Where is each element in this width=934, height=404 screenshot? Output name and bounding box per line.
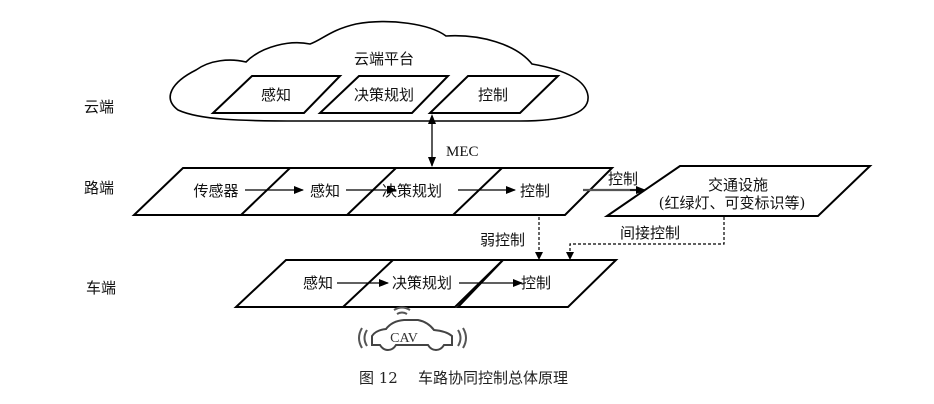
antenna-wave-outer-icon <box>393 306 411 311</box>
antenna-wave-icon <box>396 311 408 315</box>
cloud-box-perception-label: 感知 <box>261 86 291 104</box>
cloud-box-control <box>427 75 561 114</box>
edge-label-weak-control: 弱控制 <box>480 231 525 249</box>
signal-wave-right-outer-icon <box>462 327 467 349</box>
vehicle-box-control <box>455 259 619 308</box>
edge-label-indirect-control: 间接控制 <box>620 224 680 242</box>
cloud-platform: 云端平台 感知 决策规划 控制 <box>169 20 589 122</box>
vehicle-box-control-label: 控制 <box>521 274 551 292</box>
vehicle-box-planning-label: 决策规划 <box>392 274 452 292</box>
cloud-box-perception <box>210 75 343 114</box>
tier-label-road: 路端 <box>84 179 114 197</box>
cloud-platform-title: 云端平台 <box>354 50 414 68</box>
road-box-planning-label: 决策规划 <box>382 182 442 200</box>
traffic-facility-box <box>603 165 873 217</box>
caption-title: 车路协同控制总体原理 <box>418 369 568 387</box>
road-box-perception-label: 感知 <box>310 182 340 200</box>
vehicle-box-planning <box>340 259 506 308</box>
cloud-box-control-label: 控制 <box>478 86 508 104</box>
signal-wave-right-inner-icon <box>457 329 462 347</box>
weak-control-arrowhead <box>535 252 543 260</box>
mec-label: MEC <box>446 144 479 160</box>
edge-label-control: 控制 <box>608 170 638 188</box>
road-tier: 传感器 感知 决策规划 控制 <box>131 167 615 216</box>
cav-label: CAV <box>390 331 418 346</box>
tier-label-vehicle: 车端 <box>86 279 116 297</box>
road-box-control <box>450 167 615 216</box>
cloud-box-planning-label: 决策规划 <box>354 86 414 104</box>
traffic-facility-subtitle: (红绿灯、可变标识等) <box>659 194 806 212</box>
vehicle-box-perception-label: 感知 <box>303 274 333 292</box>
road-box-control-label: 控制 <box>520 182 550 200</box>
signal-wave-left-outer-icon <box>358 327 363 349</box>
indirect-control-dashed-line <box>569 217 725 256</box>
vehicle-tier: 感知 决策规划 控制 <box>233 259 619 308</box>
signal-wave-left-inner-icon <box>363 329 368 347</box>
indirect-control-arrowhead <box>566 252 574 260</box>
caption-number: 图 12 <box>359 369 398 387</box>
car-body <box>371 319 453 352</box>
traffic-facility-title: 交通设施 <box>708 176 768 194</box>
cav-car-icon: CAV <box>358 306 467 352</box>
tier-label-cloud: 云端 <box>84 98 114 116</box>
cloud-box-planning <box>317 75 451 114</box>
road-box-sensor-label: 传感器 <box>193 182 238 200</box>
